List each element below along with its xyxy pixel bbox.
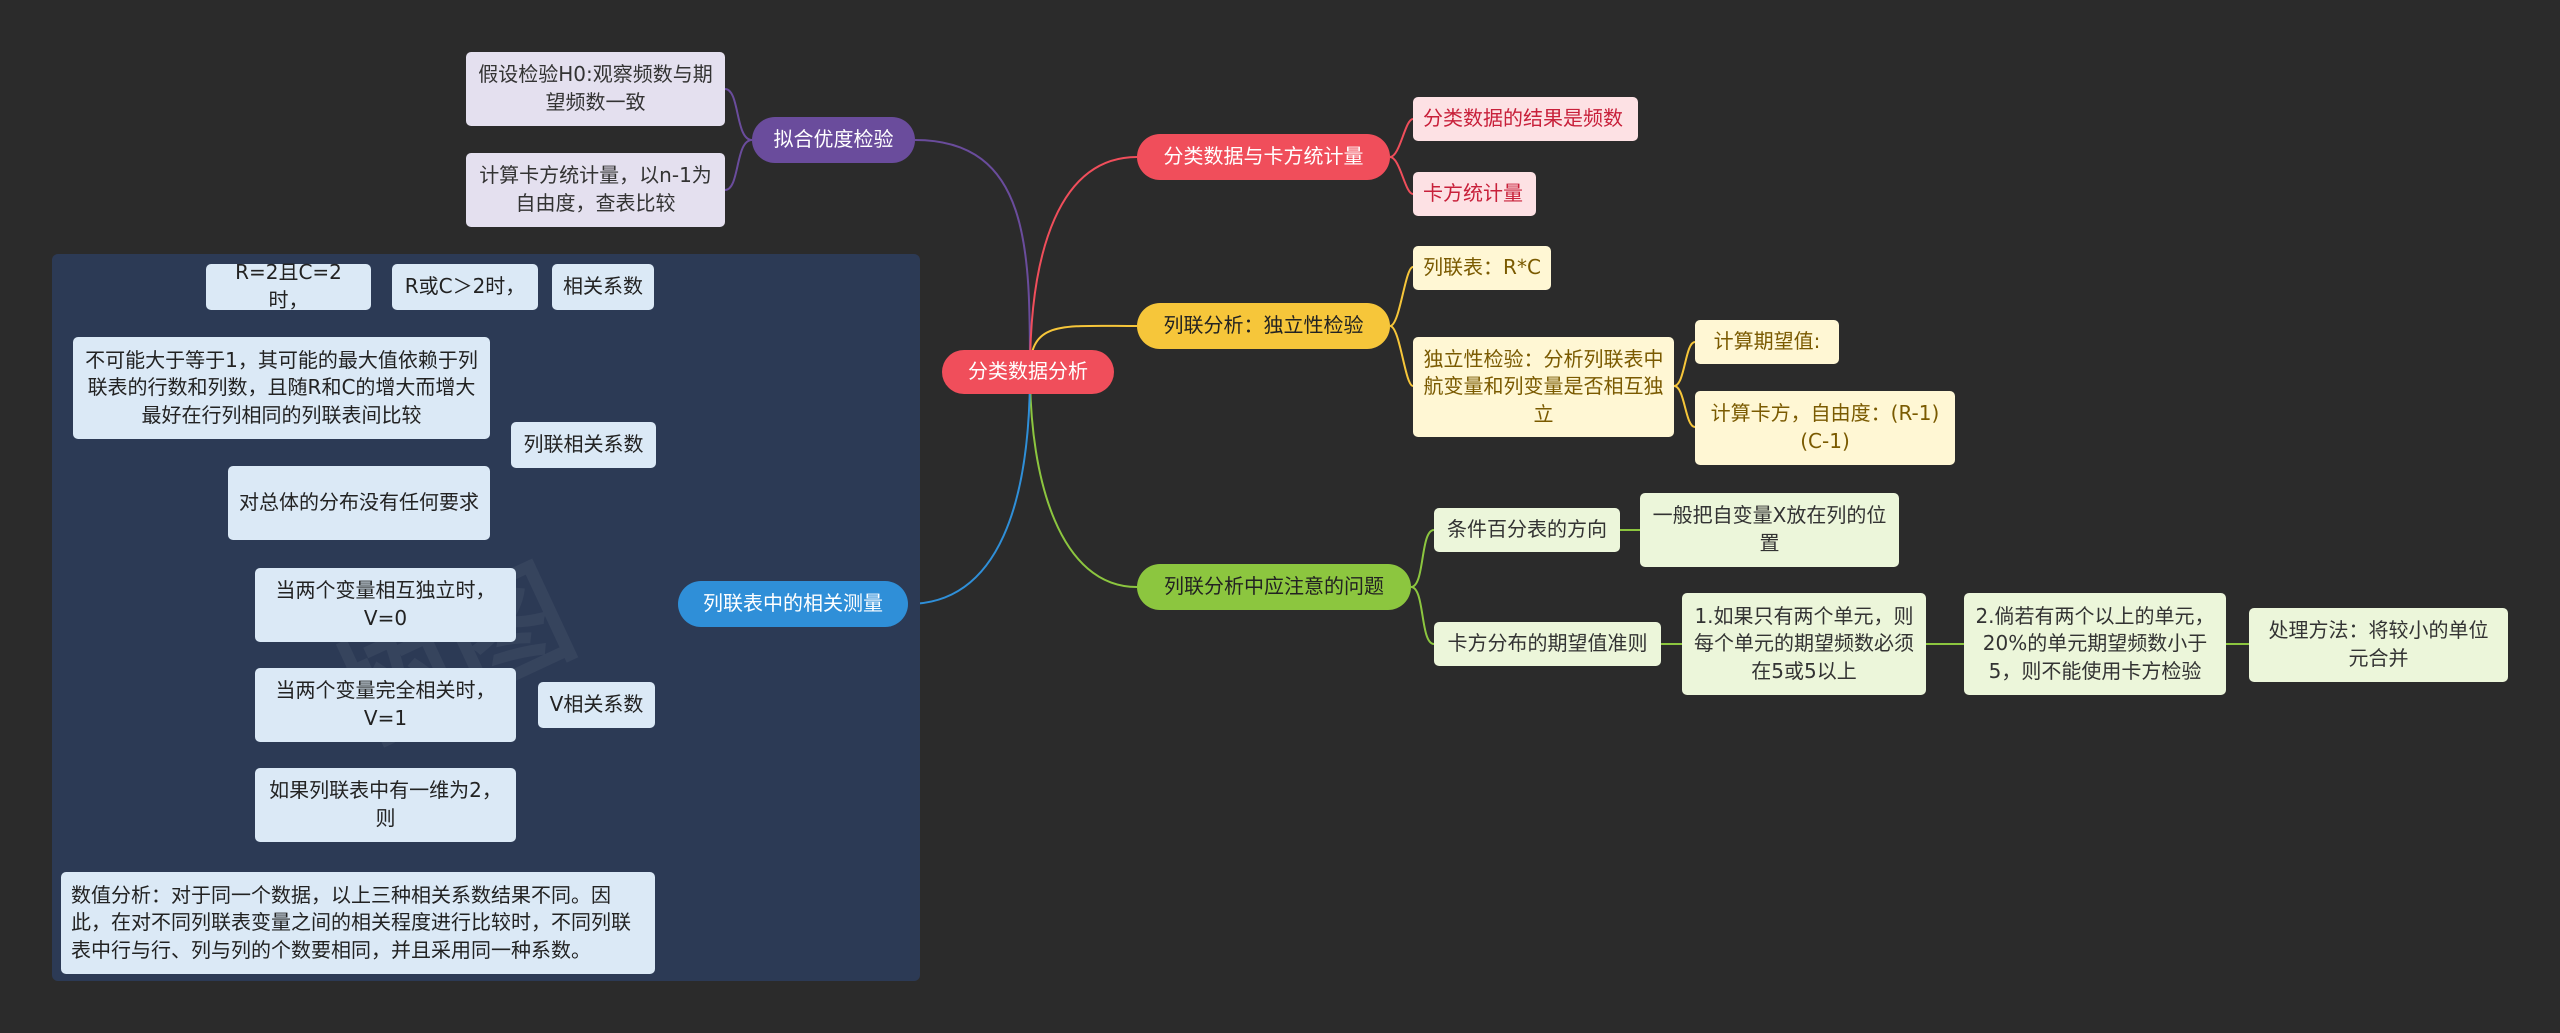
goodness-of-fit-node[interactable]: 拟合优度检验 (752, 117, 915, 163)
phi-r2c2-node[interactable]: R=2且C=2时， (206, 260, 371, 312)
chi-square-df-node[interactable]: 计算卡方，自由度：(R-1)(C-1) (1695, 391, 1955, 465)
chi-square-stat-node[interactable]: 分类数据与卡方统计量 (1137, 134, 1390, 180)
v-one-dimension-node[interactable]: 如果列联表中有一维为2，则 (255, 768, 516, 842)
rule-two-node[interactable]: 2.倘若有两个以上的单元，20%的单元期望频数小于5，则不能使用卡方检验 (1964, 593, 2226, 695)
root-node[interactable]: 分类数据分析 (942, 350, 1114, 394)
contingency-table-node[interactable]: 列联表：R*C (1413, 246, 1551, 290)
contingency-analysis-node[interactable]: 列联分析：独立性检验 (1137, 303, 1390, 349)
v-independent-node[interactable]: 当两个变量相互独立时，V=0 (255, 568, 516, 642)
contingency-coefficient-node[interactable]: 列联相关系数 (511, 422, 656, 468)
v-coefficient-node[interactable]: V相关系数 (538, 682, 655, 728)
expected-value-node[interactable]: 计算期望值: (1695, 320, 1839, 364)
chi-square-statistic-node[interactable]: 卡方统计量 (1413, 172, 1536, 216)
expected-criterion-node[interactable]: 卡方分布的期望值准则 (1434, 622, 1661, 666)
v-fully-related-node[interactable]: 当两个变量完全相关时，V=1 (255, 668, 516, 742)
correlation-measure-node[interactable]: 列联表中的相关测量 (678, 581, 908, 627)
analysis-notes-node[interactable]: 列联分析中应注意的问题 (1137, 564, 1411, 610)
independence-test-node[interactable]: 独立性检验：分析列联表中航变量和列变量是否相互独立 (1413, 337, 1674, 437)
goodness-hypothesis-node[interactable]: 假设检验H0:观察频数与期望频数一致 (466, 52, 725, 126)
phi-coefficient-node[interactable]: 相关系数 (552, 264, 654, 310)
frequency-result-node[interactable]: 分类数据的结果是频数 (1413, 97, 1638, 141)
phi-r-or-c-node[interactable]: R或C＞2时， (392, 264, 538, 310)
direction-value-node[interactable]: 一般把自变量X放在列的位置 (1640, 493, 1899, 567)
c-coefficient-range-node[interactable]: 不可能大于等于1，其可能的最大值依赖于列联表的行数和列数，且随R和C的增大而增大… (73, 337, 495, 439)
rule-three-node[interactable]: 处理方法：将较小的单位元合并 (2249, 608, 2508, 682)
goodness-chi-square-node[interactable]: 计算卡方统计量，以n-1为自由度，查表比较 (466, 153, 725, 227)
numeric-analysis-node[interactable]: 数值分析：对于同一个数据，以上三种相关系数结果不同。因此，在对不同列联表变量之间… (61, 872, 655, 974)
c-coefficient-distribution-node[interactable]: 对总体的分布没有任何要求 (228, 466, 490, 540)
percentage-direction-node[interactable]: 条件百分表的方向 (1434, 508, 1620, 552)
rule-one-node[interactable]: 1.如果只有两个单元，则每个单元的期望频数必须在5或5以上 (1682, 593, 1926, 695)
